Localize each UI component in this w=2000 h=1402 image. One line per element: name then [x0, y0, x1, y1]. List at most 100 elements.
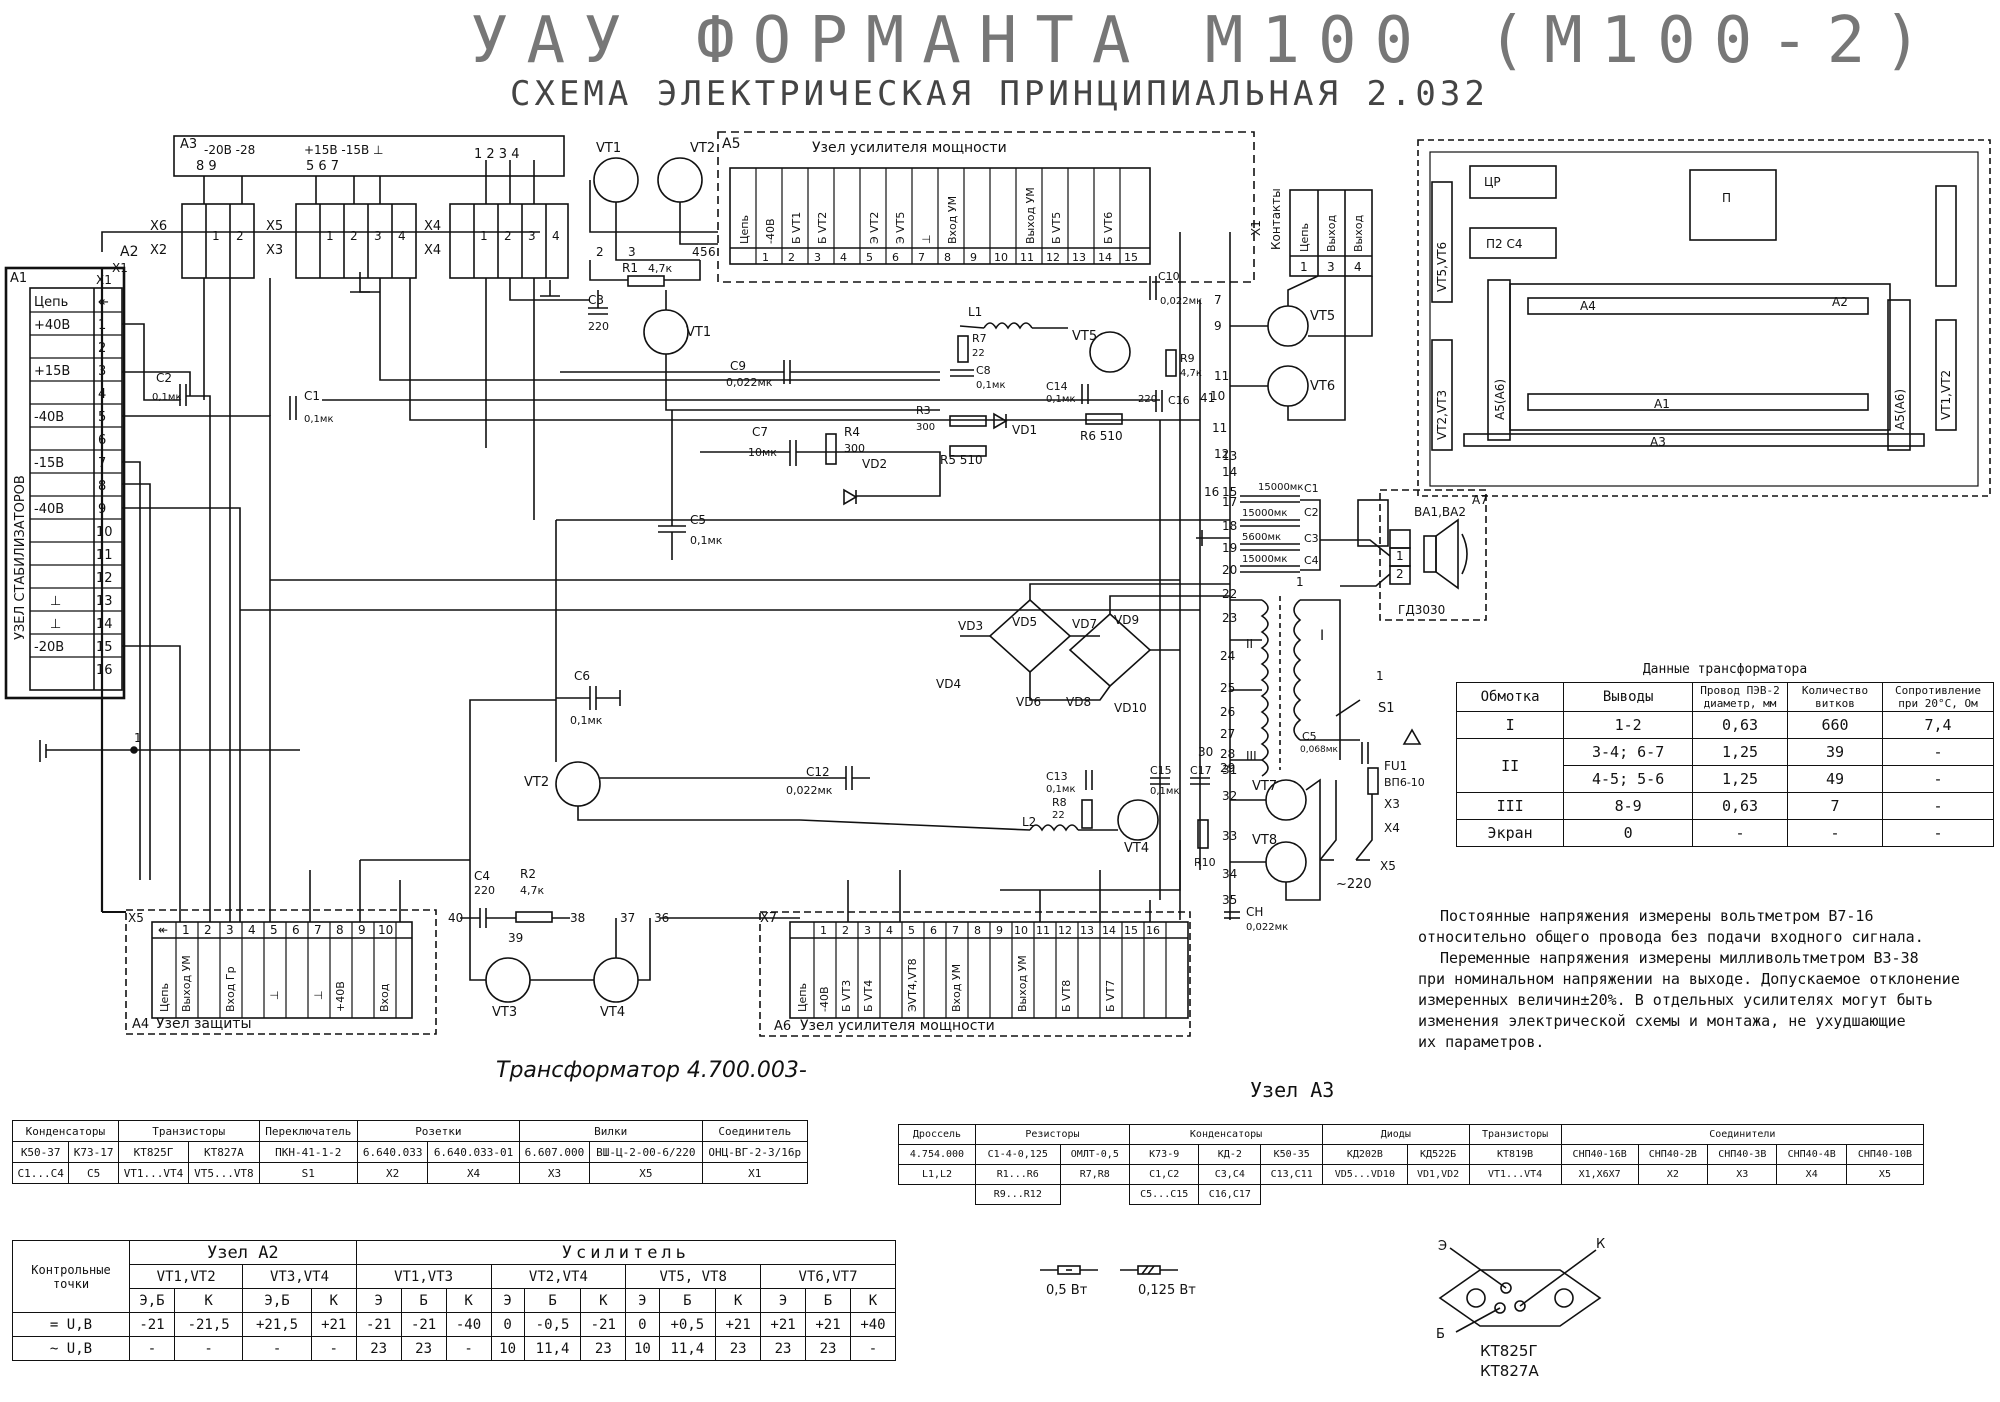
r8: R8 22: [1052, 796, 1093, 829]
a3-block: А3 -20В -28 8 9 +15В -15В ⊥ 5 6 7 1 2 3 …: [173, 135, 565, 177]
c3: C3 220: [588, 290, 609, 333]
a5-pin: Выход УМ: [1024, 187, 1037, 244]
svg-text:15: 15: [1222, 485, 1237, 499]
r10: R10: [1194, 819, 1216, 869]
mains-section: S1 C5 0,068мк FU1 ВП6-10 Х3 Х4 Х5 ~220: [1300, 699, 1425, 892]
stab-pin-label: +40В: [34, 318, 70, 333]
control-title: Контрольные точки: [12, 1240, 130, 1313]
svg-text:39: 39: [508, 931, 523, 945]
svg-text:4: 4: [398, 229, 406, 243]
svg-text:I: I: [1320, 628, 1324, 644]
svg-text:1: 1: [182, 923, 190, 937]
svg-text:0,022мк: 0,022мк: [1160, 296, 1202, 307]
svg-text:C1: C1: [1304, 482, 1319, 495]
a7-speaker-block: А7 ВА1,ВА2 ГД3030 12: [1320, 489, 1488, 621]
svg-text:12: 12: [1214, 447, 1229, 461]
svg-text:4: 4: [552, 229, 560, 243]
stab-pin-label: -40В: [34, 410, 64, 425]
svg-text:1: 1: [480, 229, 488, 243]
svg-text:VD1: VD1: [1012, 423, 1037, 437]
svg-text:0,068мк: 0,068мк: [1300, 745, 1339, 755]
svg-text:⊥: ⊥: [312, 990, 325, 1000]
a3-tag: А3: [180, 137, 197, 152]
svg-text:11: 11: [1212, 421, 1227, 435]
svg-text:300: 300: [916, 422, 935, 433]
vt5-right: VT5: [1267, 305, 1335, 347]
c5: C5 0,1мк: [658, 513, 723, 547]
vt4-mid: VT4: [1117, 799, 1159, 856]
ch-cap: CH 0,022мк: [1224, 905, 1288, 933]
svg-text:Х3: Х3: [1384, 797, 1400, 811]
c17: C17: [1190, 764, 1212, 785]
svg-text:0,1мк: 0,1мк: [152, 392, 182, 403]
vt4-bottom: VT4: [593, 957, 639, 1020]
stab-pin-num: 14: [96, 617, 113, 632]
svg-text:19: 19: [1222, 541, 1237, 555]
vt1-mid: VT1: [643, 309, 711, 355]
svg-text:33: 33: [1222, 829, 1237, 843]
svg-text:C7: C7: [752, 425, 768, 439]
svg-text:Выход УМ: Выход УМ: [1016, 955, 1029, 1012]
stabilizer-name: УЗЕЛ СТАБИЛИЗАТОРОВ: [13, 475, 28, 640]
svg-text:R10: R10: [1194, 856, 1216, 869]
r9: R9 4,7к: [1165, 349, 1202, 379]
r1: R1 4,7к: [622, 261, 672, 287]
x1-contact: Цепь: [1298, 223, 1311, 252]
svg-text:VT8: VT8: [1252, 833, 1277, 848]
svg-text:VT5,VT6: VT5,VT6: [1435, 242, 1449, 292]
svg-text:C17: C17: [1190, 764, 1212, 777]
svg-text:2: 2: [350, 229, 358, 243]
svg-text:VD7: VD7: [1072, 617, 1097, 631]
r3: R3 300: [916, 404, 987, 433]
svg-text:0,022мк: 0,022мк: [786, 784, 833, 797]
svg-text:1: 1: [212, 229, 220, 243]
svg-text:C15: C15: [1150, 764, 1172, 777]
c12: C12 0,022мк: [786, 765, 853, 797]
svg-text:32: 32: [1222, 789, 1237, 803]
a5-pin: -40В: [764, 218, 777, 244]
a5-num: 4: [840, 251, 847, 264]
svg-text:1: 1: [1300, 260, 1308, 274]
svg-text:FU1: FU1: [1384, 759, 1407, 773]
svg-text:8: 8: [974, 924, 981, 937]
a5-pin: Цепь: [738, 215, 751, 244]
svg-text:18: 18: [1222, 519, 1237, 533]
a5-num: 10: [994, 251, 1008, 264]
x5-tag: Х5: [266, 219, 283, 234]
transformer: I II III: [1230, 596, 1360, 777]
svg-text:4,7к: 4,7к: [648, 262, 672, 275]
svg-text:C9: C9: [730, 359, 746, 373]
transistor-pinout: Э К Б КТ825Г КТ827А: [1436, 1237, 1605, 1380]
svg-text:Б VT7: Б VT7: [1104, 980, 1117, 1012]
svg-text:R4: R4: [844, 425, 860, 439]
svg-text:28: 28: [1220, 747, 1235, 761]
svg-text:5600мк: 5600мк: [1242, 532, 1281, 543]
vd1: VD1: [993, 412, 1037, 437]
svg-text:+40В: +40В: [334, 981, 347, 1012]
svg-text:7: 7: [952, 924, 959, 937]
svg-text:1: 1: [1396, 549, 1404, 563]
svg-text:38: 38: [570, 911, 585, 925]
svg-text:2: 2: [236, 229, 244, 243]
svg-text:31: 31: [1222, 763, 1237, 777]
svg-text:16: 16: [1146, 924, 1160, 937]
svg-text:Вход УМ: Вход УМ: [950, 964, 963, 1012]
r5: R5 510: [940, 445, 987, 467]
svg-text:0,1мк: 0,1мк: [1046, 394, 1076, 405]
svg-text:7: 7: [1214, 293, 1222, 307]
svg-text:А1: А1: [1654, 397, 1670, 411]
svg-text:VD3: VD3: [958, 619, 983, 633]
svg-text:3: 3: [1327, 260, 1335, 274]
a4-name: Узел защиты: [156, 1016, 252, 1032]
svg-text:0,022мк: 0,022мк: [1246, 922, 1288, 933]
svg-text:4,7к: 4,7к: [1180, 368, 1202, 379]
svg-text:VD9: VD9: [1114, 613, 1139, 627]
svg-text:3: 3: [528, 229, 536, 243]
a5-num: 2: [788, 251, 795, 264]
svg-text:VT5: VT5: [1310, 309, 1335, 324]
